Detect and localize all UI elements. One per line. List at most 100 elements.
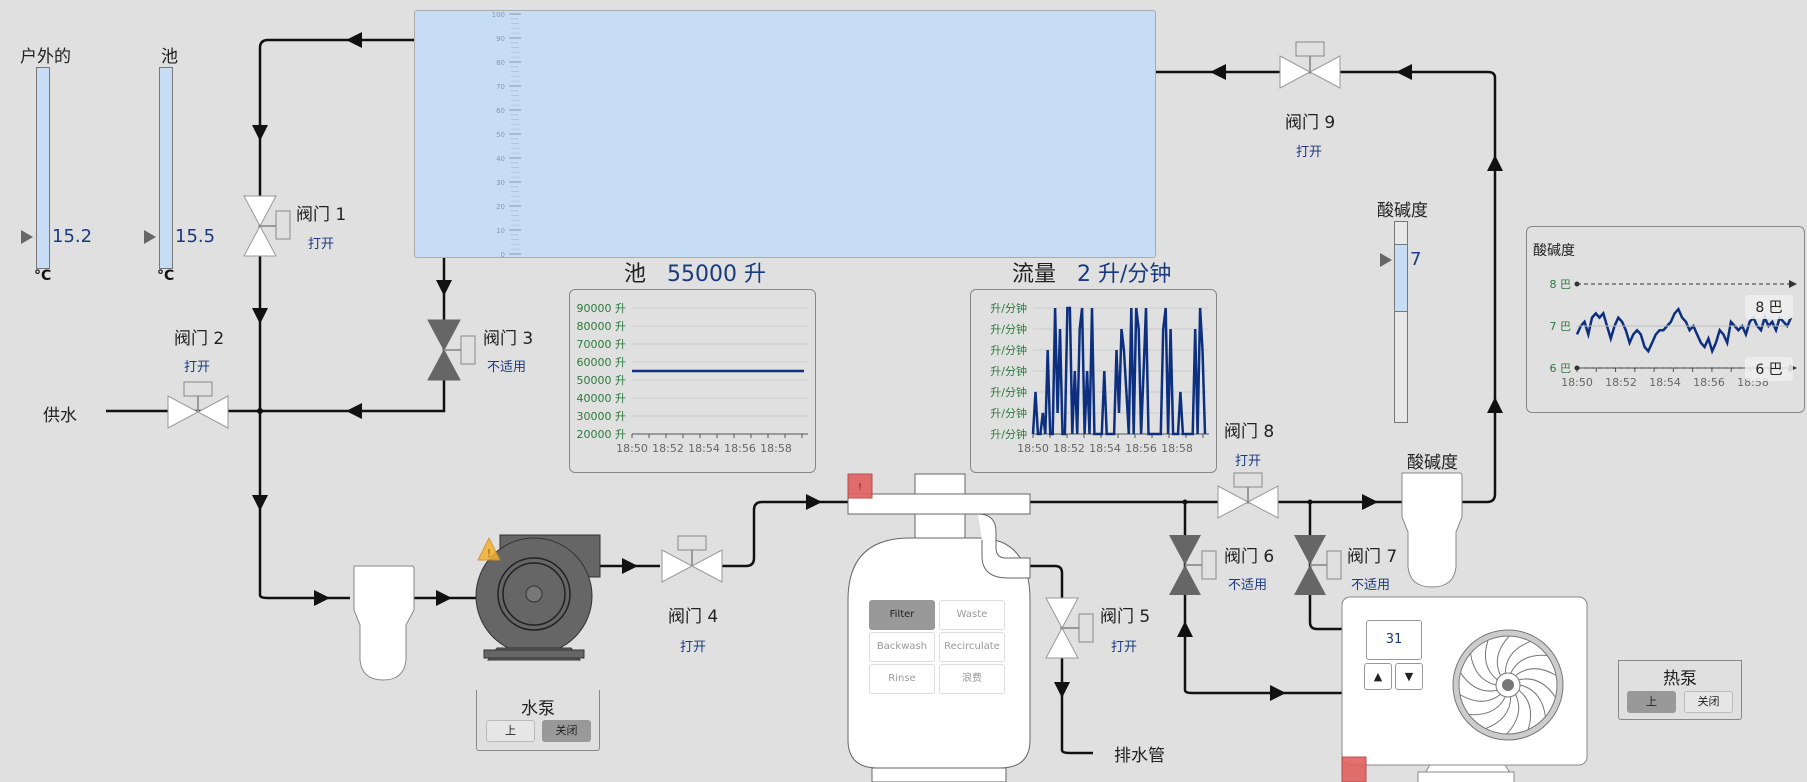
valve-4-icon — [661, 535, 723, 583]
filter-mode-backwash[interactable]: Backwash — [869, 632, 935, 662]
valve-9-status[interactable]: 打开 — [1296, 145, 1323, 160]
fan-blade — [1468, 696, 1506, 716]
series-line — [1575, 306, 1793, 355]
x-tick-label: 18:58 — [1161, 442, 1193, 455]
pool-gauge-label: 池 — [161, 47, 178, 67]
annotation-box — [1745, 357, 1793, 381]
valve-6-status[interactable]: 不适用 — [1228, 578, 1268, 593]
pump-on-button[interactable]: 上 — [486, 720, 535, 742]
tank-scale-label: 80 — [496, 59, 505, 67]
flow-arrow — [1362, 494, 1378, 510]
outdoor-temp-gauge — [36, 67, 50, 269]
fan-blade — [1515, 668, 1557, 677]
ph-sensor-label: 酸碱度 — [1407, 453, 1458, 473]
flow-arrow — [436, 280, 452, 296]
x-tick-label: 18:50 — [1561, 376, 1593, 389]
fan-blade — [1496, 635, 1510, 676]
y-tick-label: 升/分钟 — [990, 406, 1027, 420]
y-tick-label: 升/分钟 — [990, 343, 1027, 357]
flow-arrow — [806, 494, 822, 510]
tank-scale-label: 50 — [496, 131, 505, 139]
y-tick-label: 50000 升 — [577, 374, 627, 387]
valve-3-icon — [427, 319, 476, 381]
ph-value: 7 — [1410, 249, 1422, 270]
flow-arrow — [252, 495, 268, 511]
alarm-icon — [1341, 756, 1367, 782]
filter-mode-rinse[interactable]: Rinse — [869, 664, 935, 694]
pointer-icon — [21, 230, 33, 244]
svg-text:!: ! — [858, 482, 862, 493]
series-line — [1031, 306, 1207, 436]
tank-scale-label: 20 — [496, 203, 505, 211]
flow-arrow — [1487, 155, 1503, 171]
fan-blade — [1519, 684, 1546, 717]
ph-gauge-label: 酸碱度 — [1377, 201, 1428, 221]
filter-mode-waste[interactable]: Waste — [939, 600, 1005, 630]
pointer-icon — [144, 230, 156, 244]
annotation-label: 6 巴 — [1755, 362, 1782, 378]
limit-marker — [1574, 281, 1580, 287]
tank-scale-label: 10 — [496, 227, 505, 235]
x-tick-label: 18:52 — [1053, 442, 1085, 455]
y-tick-label: 90000 升 — [577, 302, 627, 315]
pool-temp-gauge — [159, 67, 173, 269]
valve-9-icon — [1279, 41, 1341, 89]
valve-9-label: 阀门 9 — [1285, 113, 1336, 133]
fan-blade — [1504, 640, 1531, 674]
tank-scale-label: 0 — [501, 251, 505, 257]
filter-mode-waste-2[interactable]: 浪费 — [939, 664, 1005, 694]
valve-4-status[interactable]: 打开 — [680, 640, 707, 655]
x-tick-label: 18:58 — [760, 442, 792, 455]
ph-sensor-icon — [1401, 472, 1463, 588]
alarm-icon: ! — [847, 473, 873, 499]
x-tick-label: 18:50 — [616, 442, 648, 455]
tank-scale-label: 60 — [496, 107, 505, 115]
y-tick-label: 80000 升 — [577, 320, 627, 333]
flow-arrow — [1487, 397, 1503, 413]
setpoint-down-button[interactable]: ▼ — [1395, 663, 1423, 690]
limit-arrow — [1789, 280, 1797, 288]
valve-4-label: 阀门 4 — [668, 607, 719, 627]
valve-7-icon — [1294, 535, 1342, 595]
valve-8-status[interactable]: 打开 — [1235, 454, 1262, 469]
y-tick-label: 升/分钟 — [990, 301, 1027, 315]
y-tick-label: 升/分钟 — [990, 427, 1027, 441]
heatpump-on-button[interactable]: 上 — [1627, 691, 1676, 713]
strainer-icon — [353, 565, 415, 681]
valve-3-status[interactable]: 不适用 — [487, 360, 527, 375]
pool-temp-value: 15.5 — [175, 226, 216, 247]
heatpump-off-button[interactable]: 关闭 — [1684, 691, 1733, 713]
valve-5-icon — [1045, 597, 1094, 659]
pump-off-button[interactable]: 关闭 — [542, 720, 591, 742]
flow-arrow — [1270, 685, 1286, 701]
flow-arrow — [436, 590, 452, 606]
valve-2-status[interactable]: 打开 — [184, 360, 211, 375]
annotation-label: 8 巴 — [1755, 300, 1782, 316]
tank-scale-label: 90 — [496, 35, 505, 43]
supply-label: 供水 — [43, 406, 77, 426]
heatpump-setpoint[interactable]: 31 — [1366, 620, 1422, 660]
filter-mode-filter[interactable]: Filter — [869, 600, 935, 630]
valve-1-status[interactable]: 打开 — [308, 237, 335, 252]
y-tick-label: 20000 升 — [577, 428, 627, 441]
fan-blade — [1460, 672, 1498, 692]
flow-arrow — [1396, 64, 1412, 80]
tank-scale-label: 70 — [496, 83, 505, 91]
valve-8-icon — [1217, 472, 1279, 519]
valve-5-status[interactable]: 打开 — [1111, 640, 1138, 655]
arrow-down-icon: ▼ — [1404, 670, 1414, 683]
outdoor-temp-value: 15.2 — [52, 226, 93, 247]
warning-icon: ! — [477, 536, 501, 561]
flow-arrow — [1054, 682, 1070, 698]
valve-1-icon — [243, 195, 291, 257]
fan-blade — [1459, 693, 1501, 702]
pool-volume-value: 55000 升 — [667, 262, 766, 287]
setpoint-up-button[interactable]: ▲ — [1364, 663, 1392, 690]
flow-arrow — [314, 590, 330, 606]
x-tick-label: 18:52 — [1605, 376, 1637, 389]
flow-arrow — [1210, 64, 1226, 80]
y-tick-label: 升/分钟 — [990, 322, 1027, 336]
valve-7-status[interactable]: 不适用 — [1351, 578, 1391, 593]
filter-mode-recirculate[interactable]: Recirculate — [939, 632, 1005, 662]
